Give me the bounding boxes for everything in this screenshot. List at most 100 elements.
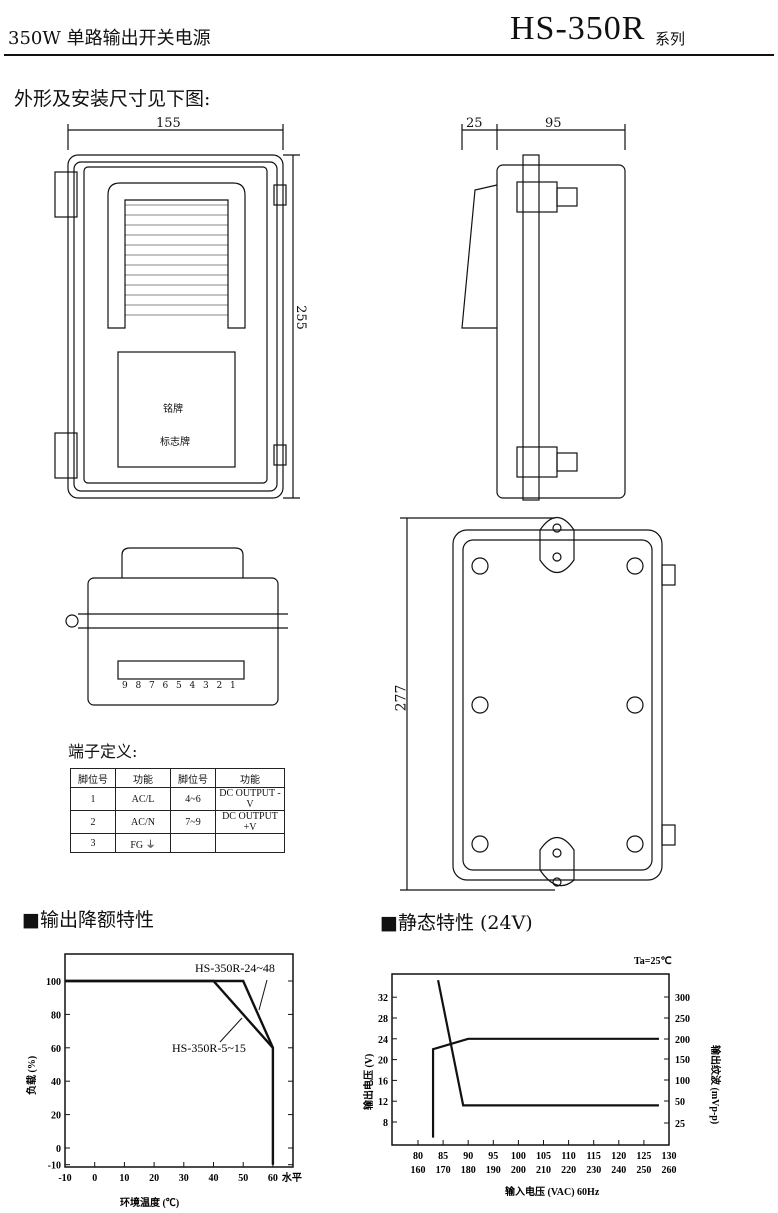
x2-tick-label: 160 — [411, 1165, 426, 1176]
back-view-drawing — [400, 516, 676, 891]
x-tick-label: 115 — [586, 1151, 600, 1162]
leader-arrow — [219, 1017, 243, 1043]
y-tick-label: 16 — [378, 1076, 388, 1087]
dim-body-depth: 95 — [545, 116, 562, 131]
x-tick-label: 130 — [662, 1151, 677, 1162]
header-divider — [4, 54, 774, 56]
terminal-number: 3 — [203, 681, 209, 691]
front-view-drawing — [54, 124, 300, 499]
x-tick-label: 95 — [488, 1151, 498, 1162]
y-tick-label: 12 — [378, 1097, 388, 1108]
x-tick-label: 40 — [209, 1173, 219, 1184]
cell: AC/N — [115, 810, 171, 834]
y-tick-label: 60 — [51, 1044, 61, 1055]
chart-note: Ta=25℃ — [634, 956, 672, 967]
series-label: HS-350R-24~48 — [195, 961, 275, 975]
y-tick-label: 20 — [378, 1056, 388, 1067]
cell — [215, 833, 285, 853]
x2-tick-label: 210 — [536, 1165, 551, 1176]
table-header-row: 脚位号 功能 脚位号 功能 — [70, 768, 285, 788]
side-view-drawing — [461, 124, 626, 501]
x2-tick-label: 230 — [586, 1165, 601, 1176]
cell: DC OUTPUT +V — [215, 810, 285, 834]
bottom-view-drawing — [65, 547, 288, 706]
model-name: HS-350R — [510, 10, 646, 47]
plot-frame — [64, 953, 294, 1168]
x-tick-label: 105 — [536, 1151, 551, 1162]
series-line-0 — [65, 979, 275, 1165]
y-tick-label: 100 — [46, 977, 61, 988]
y2-tick-label: 200 — [675, 1035, 690, 1046]
x-tick-label: 20 — [149, 1173, 159, 1184]
y-tick-label: 80 — [51, 1010, 61, 1021]
x-tick-label: 10 — [119, 1173, 129, 1184]
x-extra-label: 水平 — [281, 1171, 302, 1184]
x-tick-label: 125 — [636, 1151, 651, 1162]
y2-tick-label: 25 — [675, 1119, 685, 1130]
x2-tick-label: 170 — [436, 1165, 451, 1176]
x2-tick-label: 260 — [662, 1165, 677, 1176]
x2-tick-label: 250 — [636, 1165, 651, 1176]
y2-tick-label: 250 — [675, 1014, 690, 1025]
static-heading: ■静态特性 (24V) — [380, 912, 533, 934]
terminal-number: 7 — [149, 681, 155, 691]
terminal-number: 2 — [216, 681, 223, 691]
x2-tick-label: 180 — [461, 1165, 476, 1176]
y-tick-label: -10 — [48, 1161, 61, 1172]
y-tick-label: 28 — [378, 1014, 388, 1025]
ripple-line — [437, 979, 659, 1107]
y-tick-label: 40 — [51, 1077, 61, 1088]
x-tick-label: 110 — [561, 1151, 575, 1162]
x-tick-label: 120 — [611, 1151, 626, 1162]
y2-tick-label: 100 — [675, 1076, 690, 1087]
terminal-number: 5 — [176, 681, 182, 691]
series-label: HS-350R-5~15 — [172, 1041, 246, 1055]
y-axis-title: 负载 (%) — [25, 1056, 38, 1095]
derating-heading: ■输出降额特性 — [22, 909, 154, 931]
terminal-number: 6 — [162, 681, 169, 691]
x2-tick-label: 220 — [561, 1165, 576, 1176]
cell: 4~6 — [170, 787, 216, 811]
x-tick-label: 100 — [511, 1151, 526, 1162]
x-tick-label: 85 — [438, 1151, 448, 1162]
terminal-number: 1 — [230, 681, 236, 691]
cell: DC OUTPUT -V — [215, 787, 285, 811]
x-tick-label: 30 — [179, 1173, 189, 1184]
y2-tick-label: 300 — [675, 993, 690, 1004]
y-tick-label: 8 — [383, 1118, 388, 1129]
y2-tick-label: 150 — [675, 1055, 690, 1066]
dimensions-heading: 外形及安装尺寸见下图: — [14, 88, 211, 110]
x2-tick-label: 240 — [611, 1165, 626, 1176]
cell: 2 — [70, 810, 116, 834]
terminal-number: 8 — [135, 681, 142, 691]
dim-width-front: 155 — [156, 116, 181, 131]
x2-tick-label: 200 — [511, 1165, 526, 1176]
x-tick-label: 80 — [413, 1151, 423, 1162]
x-tick-label: -10 — [58, 1173, 71, 1184]
dim-cover-depth: 25 — [466, 116, 483, 131]
x-tick-label: 90 — [463, 1151, 473, 1162]
x-tick-label: 60 — [268, 1173, 278, 1184]
x-tick-label: 0 — [92, 1173, 97, 1184]
y-tick-label: 0 — [56, 1144, 61, 1155]
product-title: 350W 单路输出开关电源 — [8, 28, 211, 49]
x-axis-title: 输入电压 (VAC) 60Hz — [505, 1185, 600, 1198]
sign-label: 标志牌 — [160, 437, 190, 448]
leader-arrow — [258, 979, 268, 1011]
terminal-heading: 端子定义: — [68, 742, 138, 761]
x-tick-label: 50 — [238, 1173, 248, 1184]
series-suffix: 系列 — [655, 30, 686, 48]
y2-tick-label: 50 — [675, 1097, 685, 1108]
y-tick-label: 32 — [378, 993, 388, 1004]
terminal-number: 4 — [189, 681, 196, 691]
y-tick-label: 24 — [378, 1035, 388, 1046]
nameplate-label: 铭牌 — [163, 404, 183, 415]
y-axis-title: 输出电压 (V) — [362, 1054, 375, 1110]
x-axis-title: 环境温度 (℃) — [120, 1196, 179, 1209]
